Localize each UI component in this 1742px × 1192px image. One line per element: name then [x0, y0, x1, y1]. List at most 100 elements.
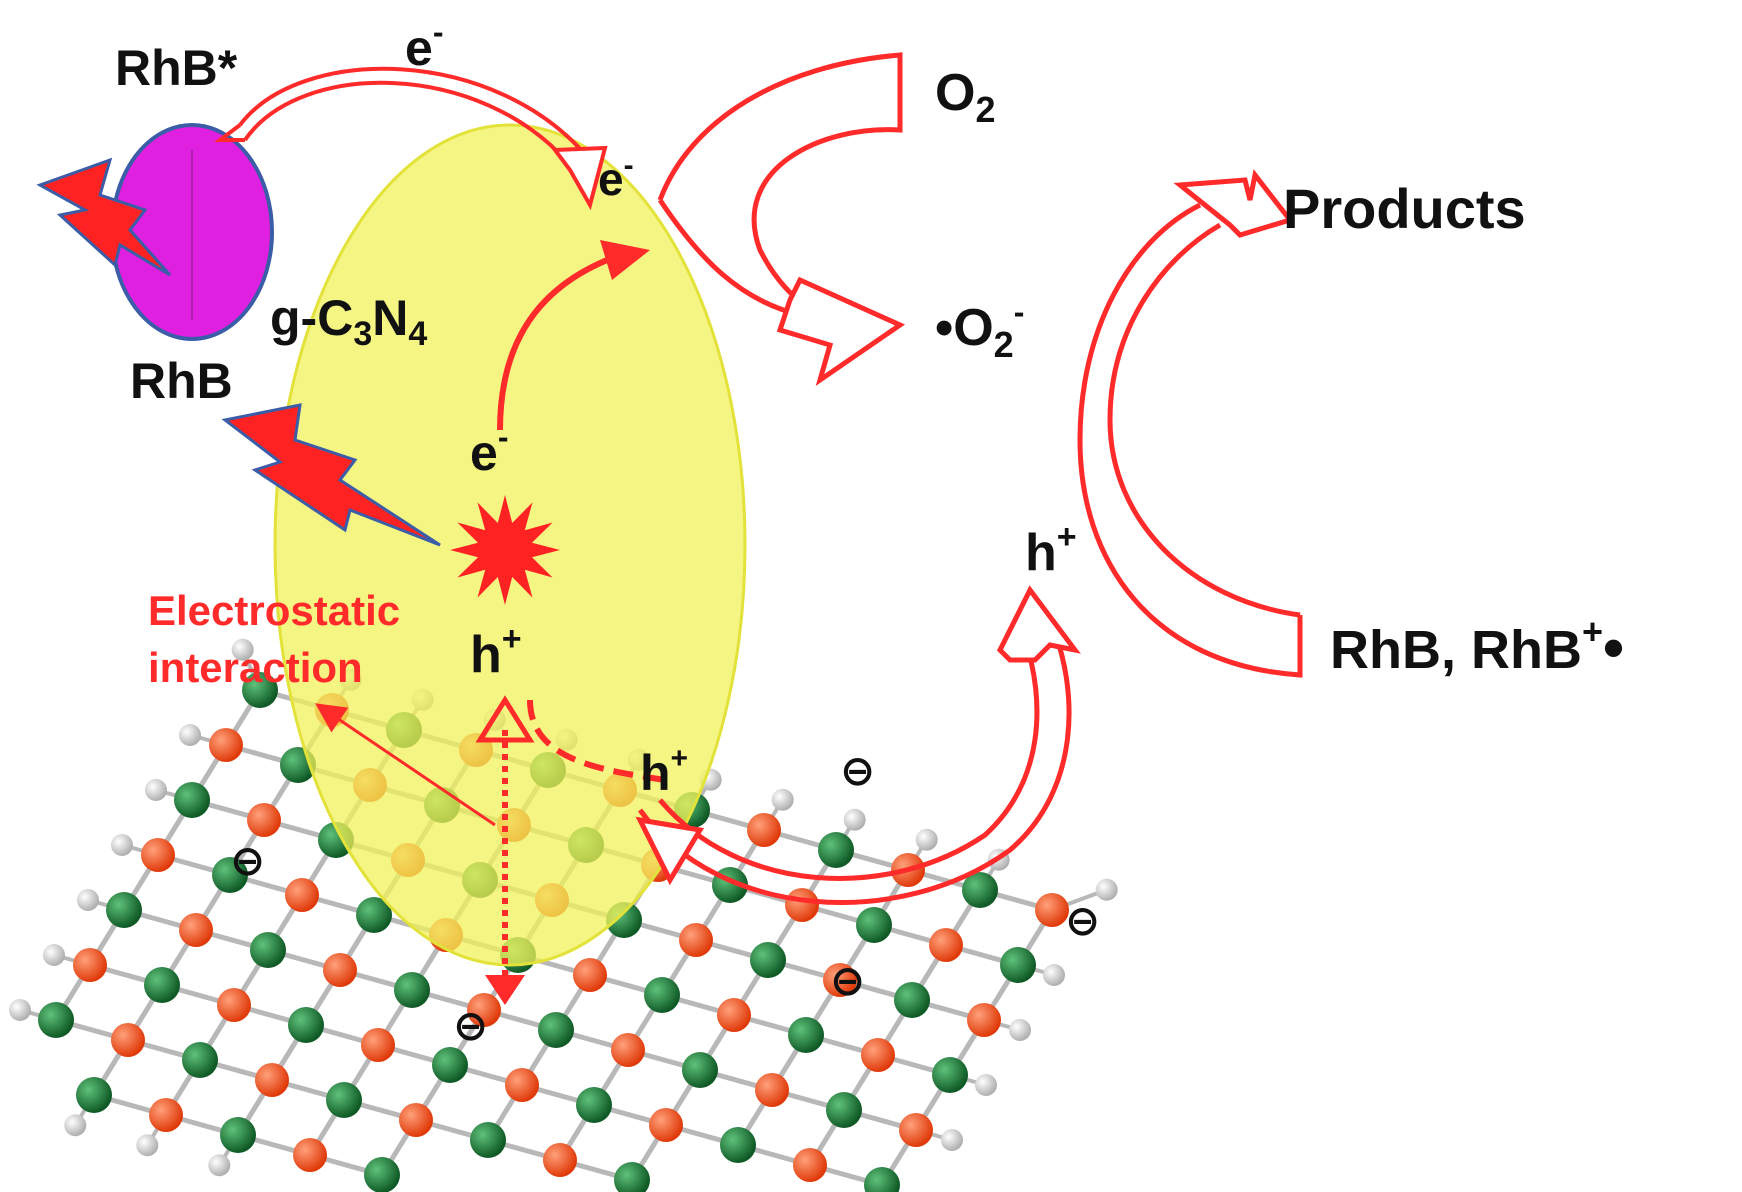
negative-charges: ⊖ ⊖ ⊖ ⊖ ⊖ — [230, 747, 1100, 1049]
hydrogen-atom — [1009, 1019, 1031, 1041]
carbon-atom — [720, 1127, 756, 1163]
label-rhb-star: RhB* — [115, 40, 238, 96]
hydrogen-atom — [9, 999, 31, 1021]
hole-transfer-arrow-outer — [637, 619, 1072, 905]
minus-sign-5: ⊖ — [453, 1002, 488, 1049]
oxygen-atom — [149, 1098, 183, 1132]
label-e-top: e- — [405, 14, 443, 76]
carbon-atom — [250, 932, 286, 968]
hydrogen-atom — [1043, 964, 1065, 986]
carbon-atom — [394, 972, 430, 1008]
label-o2: O2 — [935, 64, 995, 130]
label-rhb-pair: RhB, RhB+• — [1330, 611, 1624, 681]
electron-injection-arrow-inner — [238, 66, 592, 162]
excitation-arrow — [497, 252, 622, 431]
degradation-arrow-outer — [1077, 202, 1303, 678]
carbon-atom — [144, 967, 180, 1003]
carbon-atom — [750, 942, 786, 978]
label-h-plus-mid: h+ — [470, 620, 522, 684]
hydrogen-atom — [136, 1134, 159, 1157]
carbon-atom — [242, 672, 278, 708]
oxygen-atom — [209, 728, 243, 762]
carbon-atom — [962, 872, 998, 908]
carbon-atom — [326, 1082, 362, 1118]
oxygen-atom — [399, 1103, 433, 1137]
oxygen-atom — [141, 838, 175, 872]
hydrogen-atom — [231, 638, 254, 661]
oxygen-atom — [323, 953, 357, 987]
oxygen-atom — [755, 1073, 789, 1107]
minus-sign-4: ⊖ — [830, 957, 865, 1004]
oxygen-atom — [747, 813, 781, 847]
carbon-atom — [644, 977, 680, 1013]
degradation-arrow-inner — [1107, 222, 1301, 618]
carbon-atom — [894, 982, 930, 1018]
o2-reduction-arrowhead — [776, 276, 906, 386]
carbon-atom — [76, 1077, 112, 1113]
carbon-atom — [356, 897, 392, 933]
label-h-plus-right: h+ — [1025, 518, 1077, 582]
oxygen-atom — [861, 1038, 895, 1072]
carbon-atom — [818, 832, 854, 868]
label-electrostatic-line1: Electrostatic — [148, 587, 400, 634]
oxygen-atom — [793, 1148, 827, 1182]
carbon-atom — [38, 1002, 74, 1038]
oxygen-atom — [293, 1138, 327, 1172]
carbon-atom — [856, 907, 892, 943]
oxygen-atom — [217, 988, 251, 1022]
hydrogen-atom — [111, 834, 133, 856]
carbon-atom — [932, 1057, 968, 1093]
labels: RhB* e- e- g-C3N4 RhB e- h+ h+ h+ O2 •O2… — [115, 14, 1624, 801]
oxygen-atom — [611, 1033, 645, 1067]
oxygen-atom — [717, 998, 751, 1032]
oxygen-atom — [1035, 893, 1069, 927]
excitation-star-icon — [450, 495, 560, 605]
lightning-bolt-top-icon — [36, 157, 172, 277]
hydrogen-atom — [915, 828, 938, 851]
o2-reduction-arrow-inner — [657, 198, 801, 318]
minus-sign-1: ⊖ — [230, 837, 265, 884]
degradation-arrowhead — [1173, 169, 1295, 238]
hole-transfer-arrow-inner — [658, 639, 1040, 881]
label-superoxide: •O2- — [935, 294, 1024, 365]
oxygen-atom — [967, 1003, 1001, 1037]
lightning-bolt-mid-icon — [221, 403, 441, 547]
minus-sign-2: ⊖ — [840, 747, 875, 794]
carbon-atom — [470, 1122, 506, 1158]
label-e-mid: e- — [470, 419, 508, 481]
oxygen-atom — [899, 1113, 933, 1147]
hydrogen-atom — [843, 808, 866, 831]
hydrogen-atom — [975, 1074, 997, 1096]
label-rhb: RhB — [130, 353, 233, 409]
hydrogen-atom — [145, 779, 167, 801]
hydrogen-atom — [64, 1114, 87, 1137]
oxygen-atom — [179, 913, 213, 947]
carbon-atom — [538, 1012, 574, 1048]
oxygen-atom — [679, 923, 713, 957]
label-gc3n4: g-C3N4 — [270, 290, 427, 353]
electron-injection-arrowhead — [551, 145, 608, 211]
carbon-atom — [106, 892, 142, 928]
oxygen-atom — [285, 878, 319, 912]
hydrogen-atom — [77, 889, 99, 911]
carbon-atom — [182, 1042, 218, 1078]
hole-transfer-arrowhead — [996, 585, 1081, 663]
oxygen-atom — [111, 1023, 145, 1057]
label-products: Products — [1283, 177, 1526, 240]
carbon-atom — [576, 1087, 612, 1123]
carbon-atom — [788, 1017, 824, 1053]
carbon-atom — [1000, 947, 1036, 983]
hole-return-arrowhead — [635, 816, 705, 886]
carbon-atom — [212, 857, 248, 893]
hydrogen-atom — [43, 944, 65, 966]
graphene-like-sheet — [9, 638, 1118, 1192]
hydrogen-atom — [771, 788, 794, 811]
oxygen-atom — [573, 958, 607, 992]
oxygen-atom — [255, 1063, 289, 1097]
hydrogen-atom — [208, 1154, 231, 1177]
carbon-atom — [288, 1007, 324, 1043]
electrostatic-arrow — [315, 703, 496, 827]
electron-injection-arrow — [243, 80, 572, 167]
label-electrostatic-line2: interaction — [148, 644, 363, 691]
